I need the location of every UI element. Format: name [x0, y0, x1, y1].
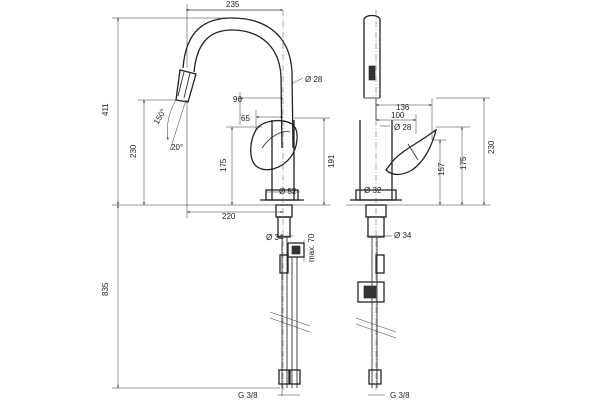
dim-96: 96 [233, 95, 242, 104]
dim-220: 220 [222, 212, 236, 221]
dim-dia-52: Ø 52 [279, 187, 297, 196]
dim-191: 191 [327, 154, 336, 168]
dim-175-side: 175 [459, 156, 468, 170]
side-lever [385, 128, 438, 176]
dim-dia-34-front: Ø 34 [266, 233, 284, 242]
dim-175-front: 175 [219, 158, 228, 172]
side-weight [357, 281, 385, 303]
front-faucet-body [175, 17, 311, 388]
dim-136: 136 [396, 103, 410, 112]
dim-235: 235 [226, 0, 240, 9]
dim-65: 65 [241, 114, 250, 123]
front-view: 235 411 230 220 96 65 175 191 Ø 28 Ø 52 … [101, 0, 336, 400]
spray-head [175, 69, 197, 103]
dim-411: 411 [101, 103, 110, 116]
dim-157: 157 [437, 162, 446, 176]
dim-100: 100 [391, 111, 405, 120]
dim-230-side: 230 [487, 140, 496, 154]
dim-dia-32: Ø 32 [364, 186, 382, 195]
dim-dia-34-side: Ø 34 [394, 231, 412, 240]
dim-835: 835 [101, 282, 110, 296]
spray-button [368, 65, 376, 81]
dim-dia-28-front: Ø 28 [305, 75, 323, 84]
dim-max-70: max. 70 [307, 233, 316, 262]
dim-angle-20: 20° [171, 143, 183, 152]
dim-thread-side: G 3/8 [390, 391, 410, 400]
front-lever [250, 119, 298, 171]
dim-thread-front: G 3/8 [238, 391, 258, 400]
dim-230-front: 230 [129, 144, 138, 158]
side-view: 136 100 Ø 28 230 175 157 Ø 32 Ø 34 G 3/8 [346, 10, 496, 400]
side-faucet-body [350, 14, 438, 388]
dim-dia-28-side: Ø 28 [394, 123, 412, 132]
dim-angle-150: 150° [152, 107, 168, 126]
